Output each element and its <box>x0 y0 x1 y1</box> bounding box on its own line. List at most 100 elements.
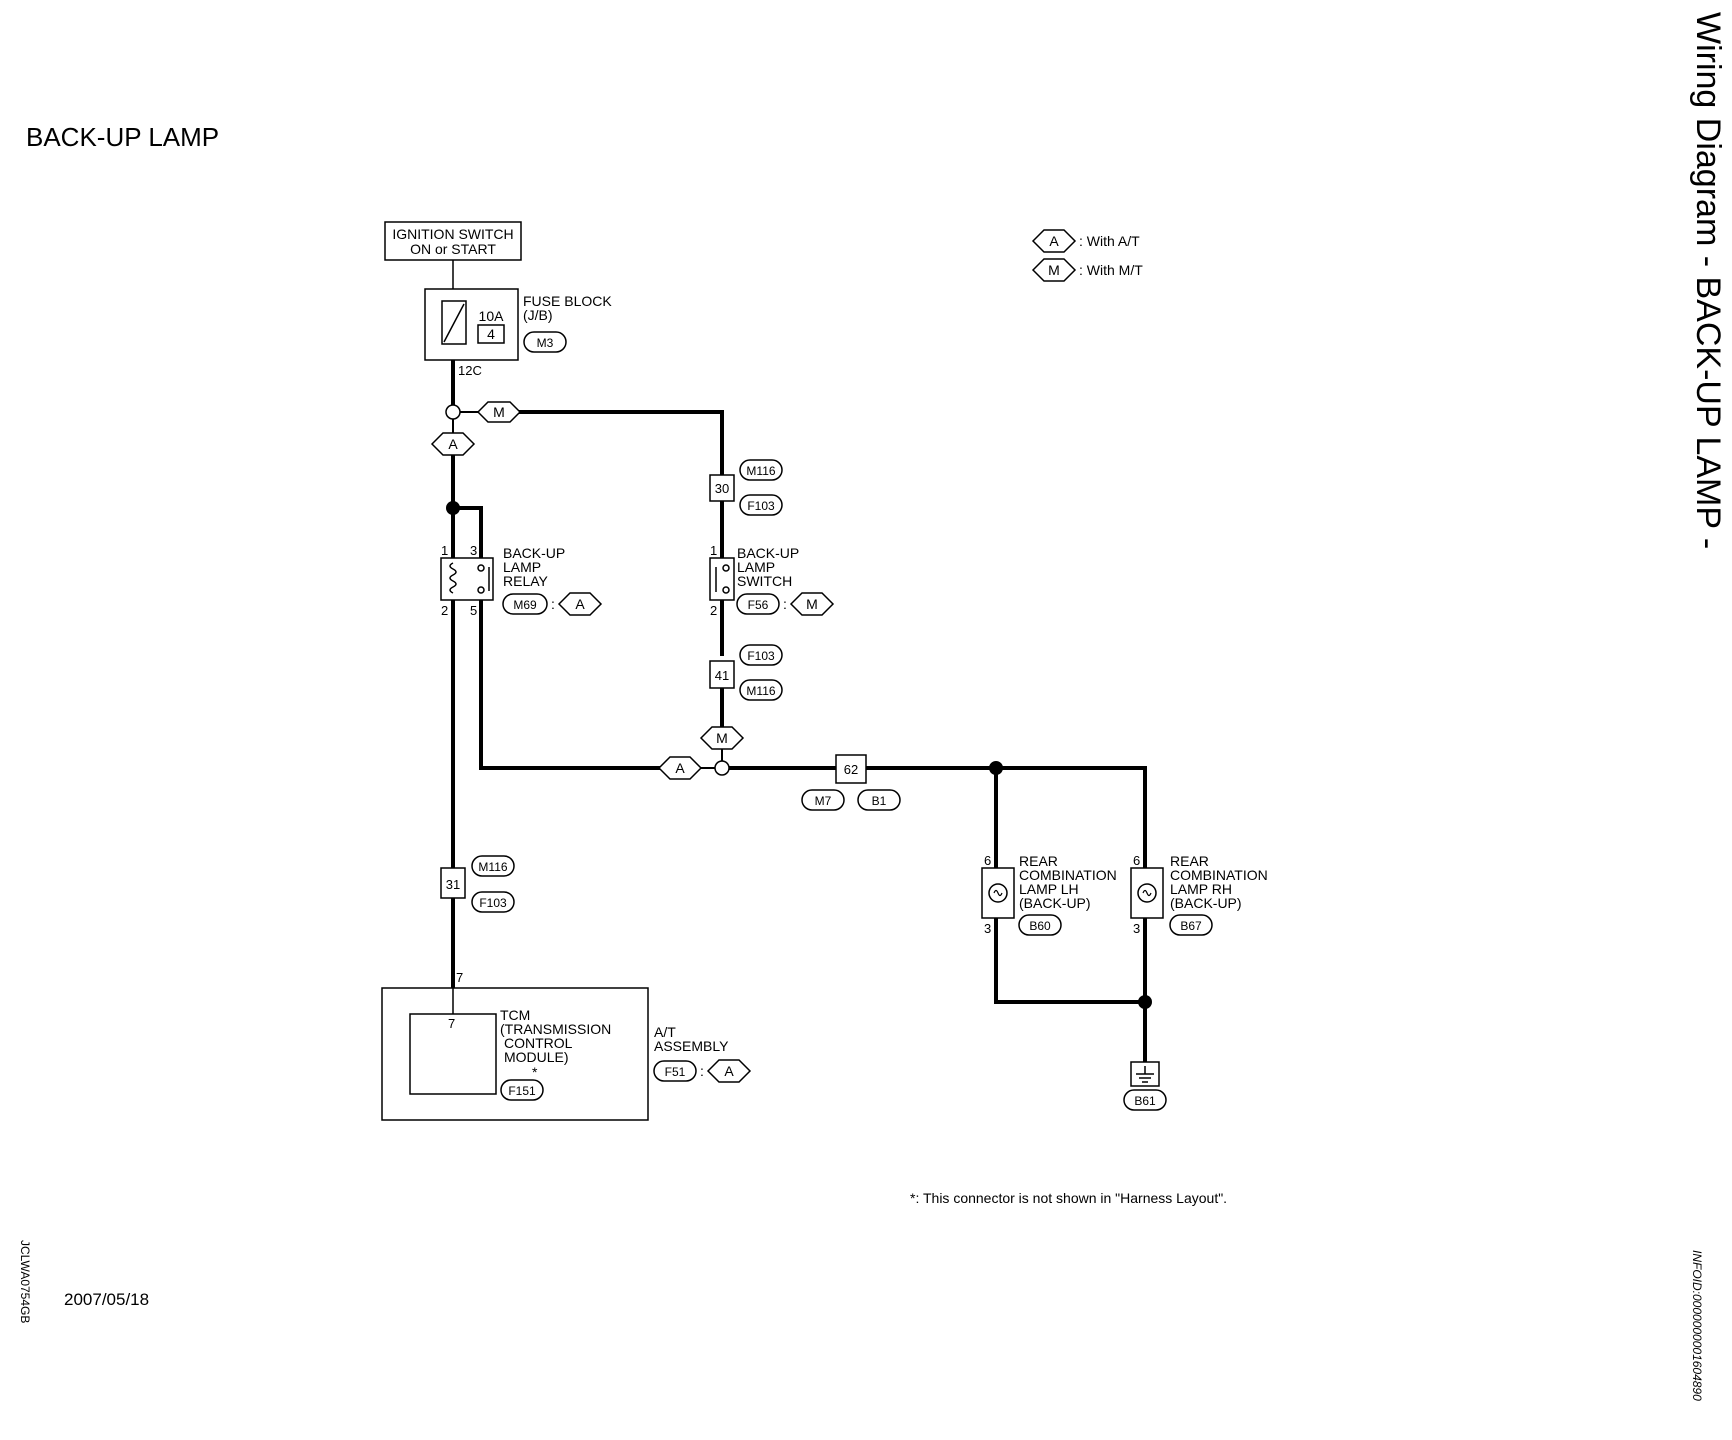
tcm-pin: 7 <box>448 1016 455 1031</box>
svg-text:62: 62 <box>844 762 858 777</box>
wire-m-branch <box>518 410 724 467</box>
lamp-rh-label1: REAR <box>1170 853 1209 869</box>
tag-a-relay-branch: A <box>657 756 703 780</box>
side-title: Wiring Diagram - BACK-UP LAMP - <box>1689 12 1727 550</box>
backup-lamp-relay: 1 3 2 5 BACK-UP LAMP RELAY M69 : A <box>440 543 603 618</box>
tag-m-top: M <box>476 401 522 423</box>
wire-j62-to-rh <box>864 766 1147 870</box>
relay-label3: RELAY <box>503 573 549 589</box>
wire-relay-pin5-to-a-tag <box>479 598 662 770</box>
rear-combination-lamp-lh: 6 3 REAR COMBINATION LAMP LH (BACK-UP) B… <box>981 853 1117 936</box>
joint-connector-30: 30 M116 F103 <box>709 459 783 516</box>
j31-top-connector: M116 <box>478 860 507 874</box>
lamp-lh-label3: LAMP LH <box>1019 881 1079 897</box>
tcm-label4: MODULE) <box>504 1049 569 1065</box>
svg-text:M: M <box>716 730 728 746</box>
wire-lh-to-ground <box>994 916 1147 1004</box>
svg-text:A: A <box>675 760 685 776</box>
relay-pin1: 1 <box>441 543 448 558</box>
legend-a-tag: A <box>1049 233 1059 249</box>
doc-id-right: INFOID:0000000001604890 <box>1690 1250 1704 1401</box>
lamp-lh-pin-top: 6 <box>984 853 991 868</box>
tcm-box <box>409 1013 497 1095</box>
svg-text::: : <box>700 1063 704 1079</box>
fuse-block: 10A 4 FUSE BLOCK (J/B) M3 12C <box>424 288 612 378</box>
tag-m-switch: M <box>699 726 745 750</box>
switch-label3: SWITCH <box>737 573 792 589</box>
lamp-rh-label3: LAMP RH <box>1170 881 1232 897</box>
fuse-terminal: 12C <box>458 363 482 378</box>
at-outer-pin: 7 <box>456 970 463 985</box>
j41-top-connector: F103 <box>747 649 775 663</box>
at-assembly: 7 7 TCM (TRANSMISSION CONTROL MODULE) * … <box>381 970 752 1121</box>
j30-top-connector: M116 <box>746 464 775 478</box>
lamp-rh-pin-top: 6 <box>1133 853 1140 868</box>
ignition-switch-box: IGNITION SWITCH ON or START <box>384 221 522 261</box>
ground-connector: B61 <box>1134 1094 1156 1108</box>
fuse-connector: M3 <box>537 336 554 350</box>
legend-m-text: : With M/T <box>1079 262 1143 278</box>
merge-node <box>714 760 730 776</box>
switch-pin2: 2 <box>710 603 717 618</box>
lamp-lh-connector: B60 <box>1029 919 1051 933</box>
legend-a-text: : With A/T <box>1079 233 1140 249</box>
lamp-lh-label2: COMBINATION <box>1019 867 1117 883</box>
relay-pin5: 5 <box>470 603 477 618</box>
switch-label2: LAMP <box>737 559 775 575</box>
tcm-label3: CONTROL <box>504 1035 573 1051</box>
joint-connector-41: 41 F103 M116 <box>709 644 783 701</box>
tcm-star: * <box>532 1064 538 1080</box>
svg-text:31: 31 <box>446 877 460 892</box>
switch-label1: BACK-UP <box>737 545 799 561</box>
wire-node-to-relay-pin3 <box>451 506 483 550</box>
lamp-rh-label2: COMBINATION <box>1170 867 1268 883</box>
page-title: BACK-UP LAMP <box>26 122 220 152</box>
at-label1: A/T <box>654 1024 676 1040</box>
relay-variant: A <box>575 596 585 612</box>
relay-label2: LAMP <box>503 559 541 575</box>
ground-symbol: B61 <box>1123 1061 1167 1111</box>
fuse-number: 4 <box>487 326 495 342</box>
wires <box>451 358 1147 1064</box>
split-node-top <box>445 404 461 420</box>
tcm-label1: TCM <box>500 1007 530 1023</box>
switch-pin1: 1 <box>710 543 717 558</box>
relay-coil-icon <box>449 562 457 594</box>
tcm-connector: F151 <box>508 1084 536 1098</box>
fuse-label1: FUSE BLOCK <box>523 293 612 309</box>
date-stamp: 2007/05/18 <box>64 1290 150 1309</box>
joint-connector-31: 31 M116 F103 <box>440 855 515 913</box>
splice-node-relay <box>446 501 460 515</box>
relay-connector: M69 <box>513 598 537 612</box>
backup-lamp-switch: 1 2 BACK-UP LAMP SWITCH F56 : M <box>709 543 835 618</box>
j62-right-connector: B1 <box>872 794 887 808</box>
j31-bottom-connector: F103 <box>479 896 507 910</box>
relay-pin3: 3 <box>470 543 477 558</box>
rear-combination-lamp-rh: 6 3 REAR COMBINATION LAMP RH (BACK-UP) B… <box>1130 853 1268 936</box>
joint-connector-62: 62 M7 B1 <box>801 754 901 811</box>
svg-text:M: M <box>493 404 505 420</box>
fuse-label2: (J/B) <box>523 307 553 323</box>
lamp-rh-pin-bottom: 3 <box>1133 921 1140 936</box>
splice-node-ground <box>1138 995 1152 1009</box>
j41-bottom-connector: M116 <box>746 684 775 698</box>
j30-bottom-connector: F103 <box>747 499 775 513</box>
j62-left-connector: M7 <box>815 794 832 808</box>
svg-text::: : <box>783 596 787 612</box>
ignition-line2: ON or START <box>410 241 496 257</box>
svg-text:41: 41 <box>715 668 729 683</box>
lamp-rh-label4: (BACK-UP) <box>1170 895 1242 911</box>
svg-text::: : <box>551 596 555 612</box>
legend: A : With A/T M : With M/T <box>1031 229 1143 282</box>
ignition-line1: IGNITION SWITCH <box>392 226 513 242</box>
svg-text:A: A <box>448 436 458 452</box>
legend-m-tag: M <box>1048 262 1060 278</box>
relay-pin2: 2 <box>441 603 448 618</box>
switch-variant: M <box>806 596 818 612</box>
relay-label1: BACK-UP <box>503 545 565 561</box>
footnote: *: This connector is not shown in "Harne… <box>910 1190 1227 1206</box>
fuse-amp: 10A <box>479 308 505 324</box>
at-variant: A <box>724 1063 734 1079</box>
lamp-lh-pin-bottom: 3 <box>984 921 991 936</box>
